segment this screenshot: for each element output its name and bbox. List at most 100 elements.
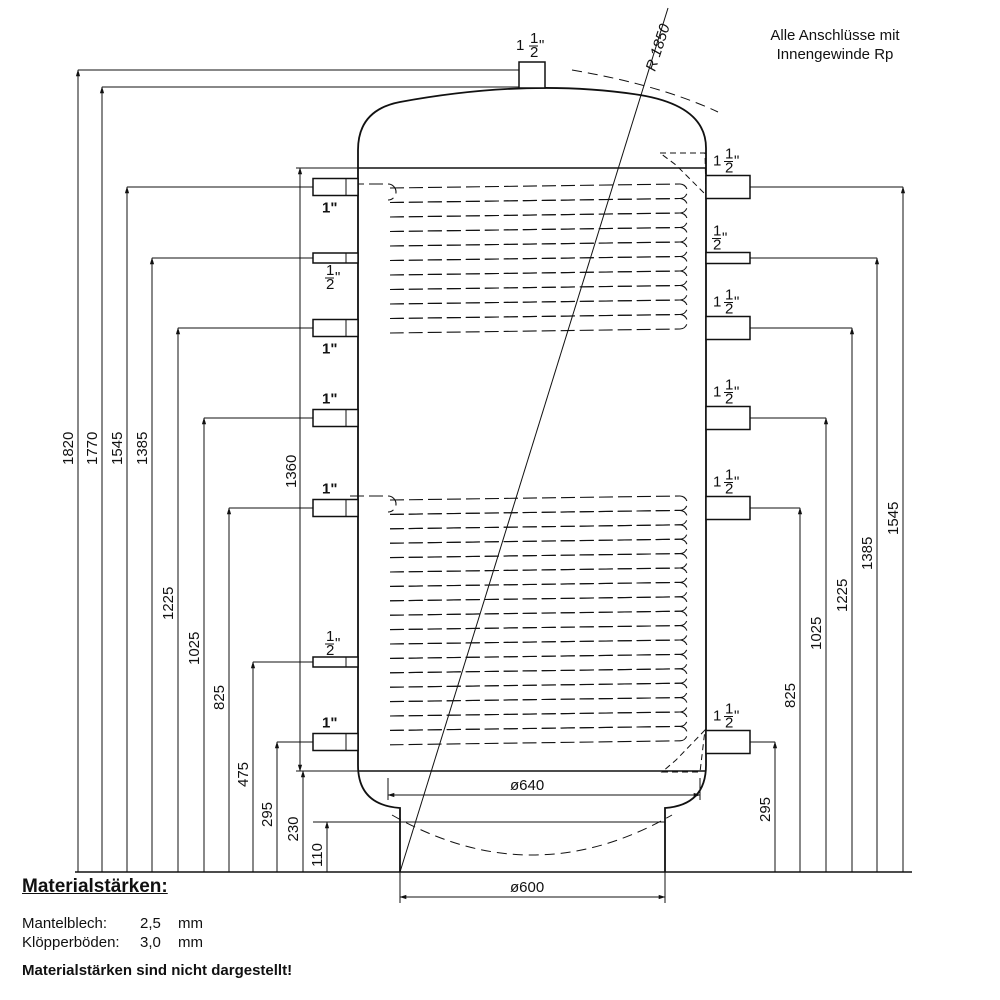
fraction-numerator: 1 bbox=[725, 467, 733, 484]
left-dimension: 110 bbox=[309, 821, 330, 872]
left-connections: 1"12"1"1"1"12"1" bbox=[312, 177, 359, 752]
right-pipe-cut-bottom bbox=[660, 728, 706, 773]
coil-turn bbox=[389, 299, 688, 320]
fraction-denominator: 2 bbox=[725, 160, 733, 177]
coil-turn bbox=[389, 197, 688, 218]
left-connection-pipe bbox=[312, 498, 359, 518]
dimension-value: 1225 bbox=[834, 579, 851, 612]
coil-turn bbox=[389, 625, 688, 645]
fraction-denominator: 2 bbox=[326, 642, 334, 659]
coil-turn bbox=[389, 284, 688, 305]
connection-note-line2: Innengewinde Rp bbox=[776, 46, 894, 63]
left-connection-pipe bbox=[312, 177, 359, 197]
fraction-inch: " bbox=[734, 474, 739, 491]
fraction-whole: 1 bbox=[713, 153, 721, 170]
coil-turn bbox=[389, 668, 688, 688]
coil-turn bbox=[389, 538, 688, 559]
fraction-inch: " bbox=[734, 708, 739, 725]
left-connection: 1" bbox=[312, 391, 359, 428]
dimension-value: 1385 bbox=[134, 432, 151, 465]
coil-turn bbox=[389, 255, 688, 276]
coil-turn bbox=[389, 509, 688, 530]
left-dimension: 1385 bbox=[134, 257, 313, 872]
coil-turn bbox=[389, 226, 688, 247]
upper-coil bbox=[350, 183, 688, 334]
right-connection-pipe bbox=[705, 405, 751, 431]
fraction-denominator: 2 bbox=[713, 237, 721, 254]
right-dimension: 295 bbox=[750, 741, 778, 872]
coil-turn bbox=[389, 567, 688, 587]
coil-turn bbox=[389, 610, 688, 631]
left-connection: 1" bbox=[312, 481, 359, 518]
connection-note: Alle Anschlüsse mit Innengewinde Rp bbox=[735, 26, 935, 64]
coil-turn bbox=[389, 581, 688, 602]
coil-inlet bbox=[350, 183, 397, 201]
coil-turn bbox=[389, 183, 688, 204]
fraction-whole: 1 bbox=[713, 294, 721, 311]
dimension-value: 475 bbox=[235, 762, 252, 787]
svg-text:2: 2 bbox=[530, 44, 538, 61]
top-connection-label: 1 1 2 " bbox=[516, 30, 544, 61]
fraction-inch: " bbox=[734, 294, 739, 311]
fraction-inch: " bbox=[722, 230, 727, 247]
left-connection-pipe bbox=[312, 252, 359, 264]
svg-text:": " bbox=[539, 37, 544, 54]
fraction-numerator: 1 bbox=[713, 223, 721, 240]
dimension-value: 110 bbox=[309, 843, 326, 867]
fraction-denominator: 2 bbox=[326, 276, 334, 293]
inner-dimension: 1360 bbox=[283, 167, 358, 772]
left-connection-label: 1" bbox=[322, 200, 337, 217]
materials-value: 2,5 bbox=[140, 915, 161, 932]
dimension-value: 1385 bbox=[859, 537, 876, 570]
materials-row-shell: Mantelblech: 2,5 mm bbox=[22, 914, 203, 933]
fraction-numerator: 1 bbox=[326, 262, 334, 279]
coil-turn bbox=[389, 313, 688, 334]
left-connection-label: 1" bbox=[322, 341, 337, 358]
coil-turn bbox=[389, 524, 688, 544]
coil-turn bbox=[389, 495, 688, 515]
radius-arc-dashed bbox=[571, 69, 719, 113]
connection-note-line1: Alle Anschlüsse mit bbox=[770, 27, 900, 44]
fraction-denominator: 2 bbox=[725, 391, 733, 408]
left-connection-pipe bbox=[312, 732, 359, 752]
dimension-value: 295 bbox=[757, 797, 774, 822]
dimension-value: 1360 bbox=[283, 455, 300, 488]
right-connection-label: 12" bbox=[712, 223, 727, 254]
right-dimension: 1025 bbox=[750, 417, 829, 872]
left-connection-label: 12" bbox=[325, 262, 340, 293]
fraction-numerator: 1 bbox=[725, 377, 733, 394]
dimension-value: 1820 bbox=[60, 432, 77, 465]
foot-ring bbox=[399, 822, 666, 872]
right-connection-pipe bbox=[705, 251, 751, 265]
materials-title: Materialstärken: bbox=[22, 876, 168, 897]
top-connection-pipe bbox=[518, 61, 546, 89]
fraction-denominator: 2 bbox=[725, 481, 733, 498]
right-pipe-cut-top bbox=[658, 152, 707, 197]
left-dimension: 475 bbox=[235, 661, 313, 872]
materials-warning: Materialstärken sind nicht dargestellt! bbox=[22, 962, 293, 979]
fraction-numerator: 1 bbox=[725, 287, 733, 304]
fraction-whole: 1 bbox=[713, 384, 721, 401]
fraction-numerator: 1 bbox=[725, 701, 733, 718]
right-connection-pipe bbox=[705, 729, 751, 755]
right-connection-pipe bbox=[705, 495, 751, 521]
fraction-numerator: 1 bbox=[725, 146, 733, 163]
fraction-inch: " bbox=[335, 269, 340, 286]
dimension-value: 295 bbox=[259, 802, 276, 827]
left-connection-pipe bbox=[312, 656, 359, 668]
radius-label: R 1850 bbox=[643, 21, 674, 73]
right-connection-pipe bbox=[705, 315, 751, 341]
left-connection: 1" bbox=[312, 318, 359, 358]
radius-line bbox=[399, 7, 669, 873]
right-dimension: 1385 bbox=[750, 257, 880, 872]
coil-turn bbox=[389, 653, 688, 674]
